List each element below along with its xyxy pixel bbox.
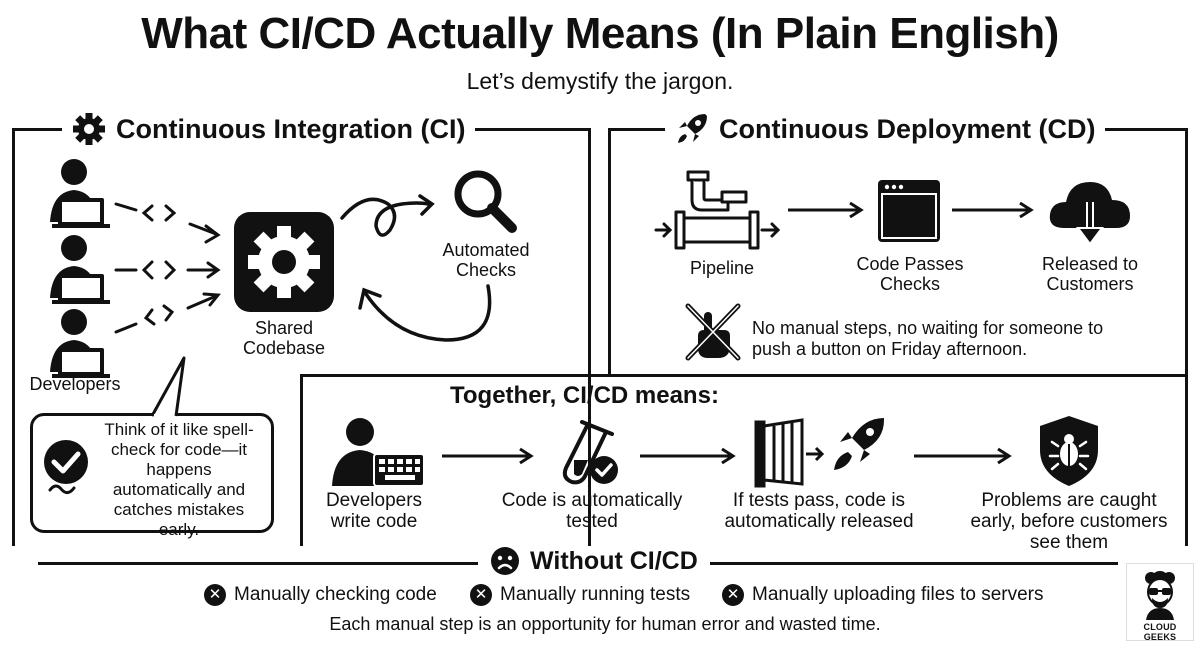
together-arrow-1 bbox=[442, 447, 534, 465]
developers-icon bbox=[50, 159, 110, 378]
ci-heading: Continuous Integration (CI) bbox=[62, 112, 476, 146]
shared-codebase-icon bbox=[234, 212, 334, 312]
without-item: ✕ Manually checking code bbox=[204, 584, 437, 606]
pipe-icon bbox=[654, 170, 781, 250]
logo-text: CLOUD GEEKS bbox=[1143, 622, 1177, 642]
without-item: ✕ Manually running tests bbox=[470, 584, 690, 606]
together-arrow-2 bbox=[640, 447, 736, 465]
developers-label: Developers bbox=[29, 374, 121, 394]
browser-window-icon bbox=[878, 180, 940, 242]
no-hand-icon bbox=[685, 303, 741, 361]
together-step-label-tested: Code is automatically tested bbox=[501, 490, 683, 532]
together-step-label-released: If tests pass, code is automatically rel… bbox=[724, 490, 914, 532]
without-heading: Without CI/CD bbox=[478, 546, 710, 576]
bubble-text: Think of it like spell-check for code—it… bbox=[104, 420, 254, 539]
geek-mascot-icon bbox=[1145, 571, 1175, 620]
ci-heading-label: Continuous Integration (CI) bbox=[116, 113, 466, 144]
arrow-checks-to-release bbox=[952, 201, 1034, 219]
together-heading: Together, CI/CD means: bbox=[450, 382, 719, 409]
chat-check-icon bbox=[44, 440, 88, 495]
x-circle-icon: ✕ bbox=[204, 584, 226, 606]
checks-label: Automated Checks bbox=[442, 240, 530, 280]
feedback-loop-arrows bbox=[340, 194, 492, 342]
cd-heading-label: Continuous Deployment (CD) bbox=[719, 113, 1096, 144]
without-item: ✕ Manually uploading files to servers bbox=[722, 584, 1044, 606]
developer-keyboard-icon bbox=[332, 418, 425, 487]
cd-step-label-release: Released to Customers bbox=[1041, 254, 1139, 294]
together-section bbox=[300, 374, 1188, 546]
together-arrow-3 bbox=[914, 447, 1012, 465]
without-item-label: Manually uploading files to servers bbox=[752, 584, 1044, 605]
magnifier-icon bbox=[454, 170, 517, 233]
x-circle-icon: ✕ bbox=[470, 584, 492, 606]
sad-face-icon bbox=[491, 547, 519, 575]
cd-step-label-pipeline: Pipeline bbox=[689, 258, 755, 278]
rocket-icon bbox=[678, 114, 707, 143]
gear-icon bbox=[73, 113, 105, 145]
page-subtitle: Let’s demystify the jargon. bbox=[466, 68, 734, 94]
cd-step-label-checks: Code Passes Checks bbox=[856, 254, 964, 294]
together-step-label-problems: Problems are caught early, before custom… bbox=[970, 490, 1168, 553]
bubble-tail bbox=[150, 356, 186, 420]
test-tube-check-icon bbox=[562, 420, 618, 485]
page-title: What CI/CD Actually Means (In Plain Engl… bbox=[141, 9, 1059, 58]
x-circle-icon: ✕ bbox=[722, 584, 744, 606]
gate-rocket-icon bbox=[754, 418, 884, 488]
without-footer: Each manual step is an opportunity for h… bbox=[329, 614, 881, 634]
no-manual-text: No manual steps, no waiting for someone … bbox=[752, 318, 1104, 359]
cloud-geeks-logo: CLOUD GEEKS bbox=[1126, 563, 1194, 642]
without-heading-label: Without CI/CD bbox=[530, 546, 698, 575]
cd-heading: Continuous Deployment (CD) bbox=[665, 112, 1106, 146]
cloud-download-icon bbox=[1049, 182, 1130, 246]
codebase-label: Shared Codebase bbox=[242, 318, 326, 358]
shield-bug-icon bbox=[1040, 416, 1098, 486]
together-step-label-developers: Developers write code bbox=[325, 490, 423, 532]
arrow-pipeline-to-checks bbox=[788, 201, 864, 219]
without-item-label: Manually running tests bbox=[500, 584, 691, 605]
dev-to-codebase-arrows bbox=[114, 202, 221, 334]
without-item-label: Manually checking code bbox=[234, 584, 437, 605]
